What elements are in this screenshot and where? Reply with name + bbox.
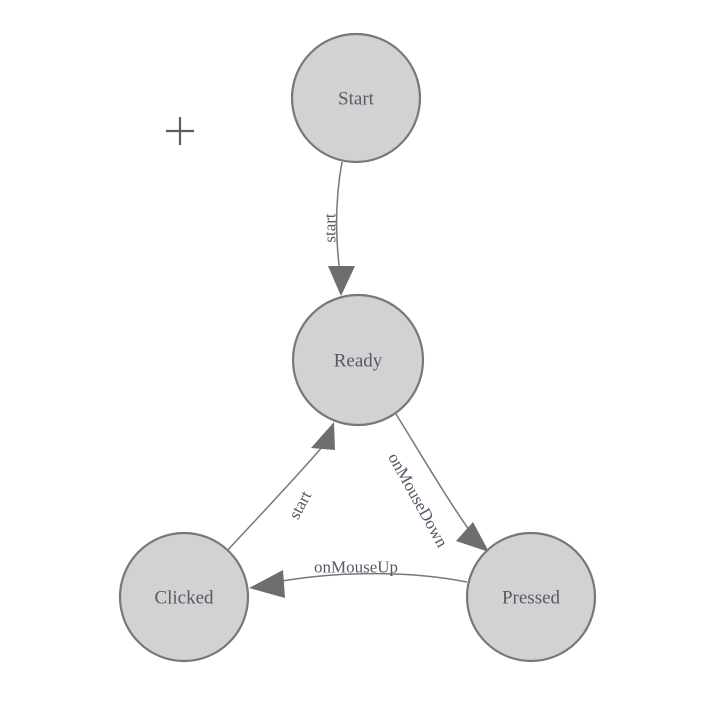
edge-pressed-to-clicked-path (281, 572, 468, 583)
edge-clicked-to-ready[interactable]: start (225, 422, 335, 553)
edge-clicked-to-ready-label: start (285, 487, 316, 522)
node-ready[interactable]: Ready (291, 293, 425, 427)
crosshair-icon (166, 117, 194, 145)
node-clicked-label: Clicked (154, 588, 214, 609)
edge-pressed-to-clicked[interactable]: onMouseUp (249, 558, 468, 599)
node-clicked[interactable]: Clicked (118, 531, 250, 663)
node-ready-label: Ready (334, 351, 383, 372)
node-ready-circle (291, 293, 425, 427)
node-start-circle (290, 32, 422, 164)
edge-ready-to-pressed[interactable]: onMouseDown (384, 413, 489, 552)
edge-pressed-to-clicked-label: onMouseUp (314, 558, 398, 577)
node-start[interactable]: Start (290, 32, 422, 164)
edge-ready-to-pressed-arrowhead (456, 522, 489, 552)
edge-clicked-to-ready-path (225, 445, 324, 553)
edge-ready-to-pressed-label: onMouseDown (384, 450, 452, 551)
edge-clicked-to-ready-arrowhead (311, 422, 335, 450)
node-clicked-circle (118, 531, 250, 663)
edge-pressed-to-clicked-arrowhead (249, 570, 285, 598)
node-pressed-label: Pressed (502, 588, 561, 609)
node-pressed[interactable]: Pressed (465, 531, 597, 663)
node-pressed-circle (465, 531, 597, 663)
edge-start-to-ready[interactable]: start (321, 161, 356, 296)
node-start-label: Start (338, 89, 375, 110)
edge-start-to-ready-label: start (321, 213, 340, 243)
edge-start-to-ready-arrowhead (328, 266, 355, 296)
